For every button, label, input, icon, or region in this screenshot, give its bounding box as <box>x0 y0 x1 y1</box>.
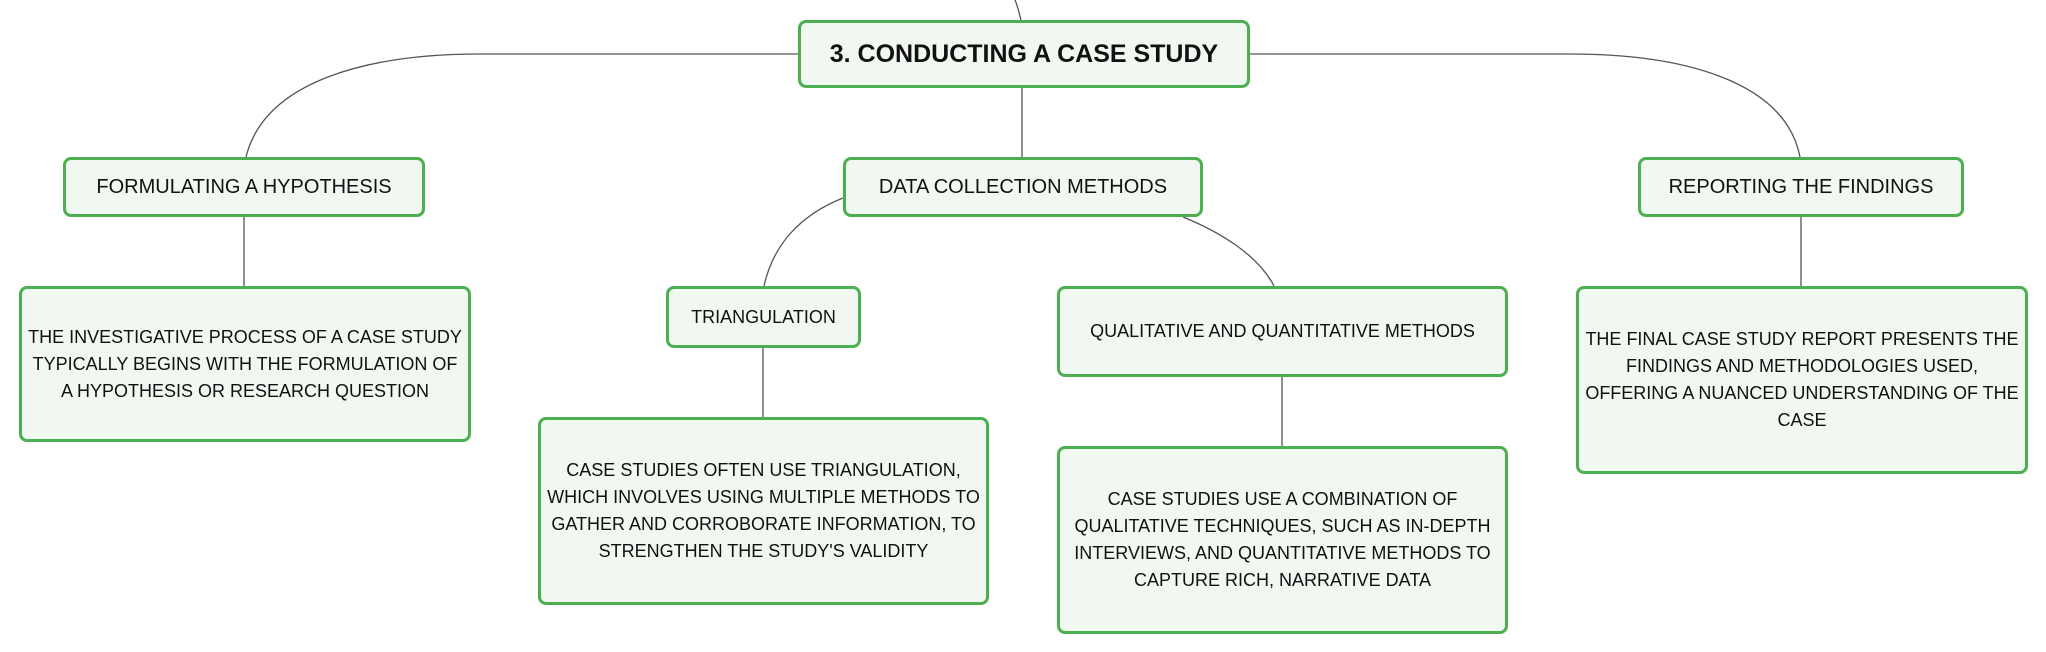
branch-node-formulating-hypothesis[interactable]: FORMULATING A HYPOTHESIS <box>63 157 425 217</box>
detail-node-triangulation[interactable]: CASE STUDIES OFTEN USE TRIANGULATION, WH… <box>538 417 989 605</box>
detail-node-reporting[interactable]: THE FINAL CASE STUDY REPORT PRESENTS THE… <box>1576 286 2028 474</box>
connector-root-reporting <box>1250 53 1801 158</box>
sub-node-label: TRIANGULATION <box>691 306 836 327</box>
root-node[interactable]: 3. CONDUCTING A CASE STUDY <box>798 20 1250 88</box>
detail-node-hypothesis[interactable]: THE INVESTIGATIVE PROCESS OF A CASE STUD… <box>19 286 471 442</box>
sub-node-label: QUALITATIVE AND QUANTITATIVE METHODS <box>1090 321 1475 341</box>
connector-data-qualitative <box>1182 216 1275 287</box>
connector-parent-root <box>1014 0 1022 21</box>
branch-node-label: DATA COLLECTION METHODS <box>878 175 1168 198</box>
connector-root-hypothesis <box>245 53 798 158</box>
sub-node-qualitative-quantitative[interactable]: QUALITATIVE AND QUANTITATIVE METHODS <box>1057 286 1508 377</box>
detail-node-text: THE FINAL CASE STUDY REPORT PRESENTS THE… <box>1585 329 2019 430</box>
branch-node-reporting-findings[interactable]: REPORTING THE FINDINGS <box>1638 157 1964 217</box>
detail-node-text: CASE STUDIES USE A COMBINATION OF QUALIT… <box>1074 489 1491 590</box>
branch-node-label: REPORTING THE FINDINGS <box>1668 175 1934 198</box>
root-node-label: 3. CONDUCTING A CASE STUDY <box>829 39 1219 68</box>
branch-node-label: FORMULATING A HYPOTHESIS <box>96 175 392 198</box>
detail-node-qualitative-quantitative[interactable]: CASE STUDIES USE A COMBINATION OF QUALIT… <box>1057 446 1508 634</box>
detail-node-text: THE INVESTIGATIVE PROCESS OF A CASE STUD… <box>28 326 462 401</box>
connector-data-triangulation <box>763 197 844 287</box>
sub-node-triangulation[interactable]: TRIANGULATION <box>666 286 861 348</box>
branch-node-data-collection-methods[interactable]: DATA COLLECTION METHODS <box>843 157 1203 217</box>
detail-node-text: CASE STUDIES OFTEN USE TRIANGULATION, WH… <box>547 460 980 561</box>
